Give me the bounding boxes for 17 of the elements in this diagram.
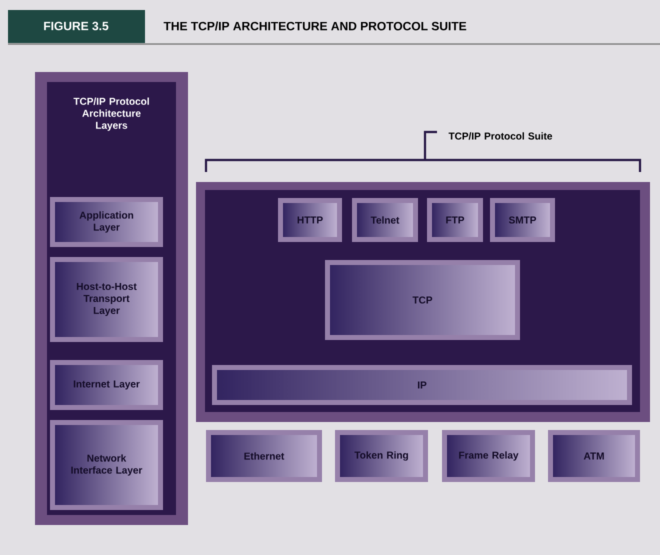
layer-box: Internet Layer [50,360,163,410]
layer-box: HTTP [278,198,342,242]
layer-box: TCP [325,260,520,340]
layer-box: FTP [427,198,483,242]
layer-box: Ethernet [206,430,322,482]
layer-box: Telnet [352,198,418,242]
diagram-title: THE TCP/IP ARCHITECTURE AND PROTOCOL SUITE [164,22,466,30]
label: FIGURE 3.5 [44,22,108,30]
layer-box: SMTP [490,198,555,242]
layer-box: Frame Relay [442,430,535,482]
layer-box: Host-to-Host Transport Layer [50,257,163,342]
layer-box: Application Layer [50,197,163,247]
layer-box: Network Interface Layer [50,420,163,510]
layer-box: Token Ring [335,430,428,482]
node-label: TCP/IP Protocol Suite [448,132,552,140]
layer-box: ATM [548,430,640,482]
layer-box: IP [212,365,632,405]
